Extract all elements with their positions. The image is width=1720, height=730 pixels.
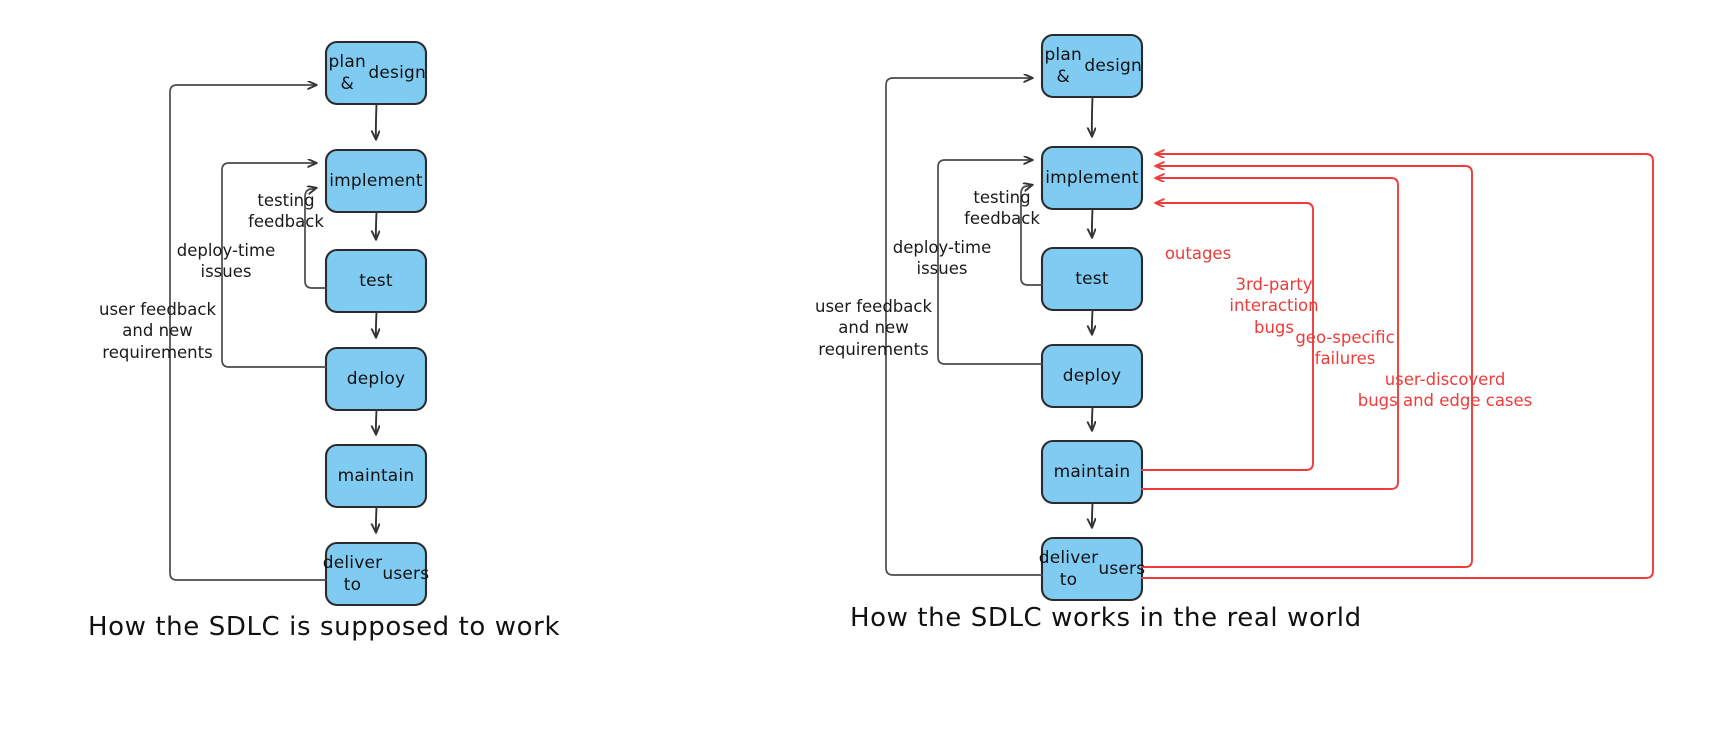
edge-deploy-maintain [376,409,377,434]
node-shape-plan [324,40,428,106]
real-feedback-edges [885,78,1043,576]
node-shape-implement [1040,145,1144,211]
node-shape-test [324,248,428,314]
node-shape-deploy [1040,343,1144,409]
edge-deploy-maintain [1092,406,1093,430]
node-shape-maintain [1040,439,1144,505]
node-shape-maintain [324,443,428,509]
ideal-feedback-edges [169,85,327,581]
node-shape-implement [324,148,428,214]
node-shape-test [1040,246,1144,312]
edge-third-party-bugs [1141,178,1399,490]
edge-user-feedback [169,85,327,581]
edge-plan-implement [1092,96,1093,136]
edge-test-deploy [1092,309,1093,334]
edge-testing-feedback [1020,185,1043,286]
caption-real-world: How the SDLC works in the real world [850,603,1362,633]
edge-geo-specific-failures [1141,166,1473,568]
ideal-main-flow [376,103,377,532]
real-main-flow [1092,96,1093,527]
caption-ideal: How the SDLC is supposed to work [88,612,561,642]
node-shape-deliver [324,541,428,607]
edge-user-discovered-bugs [1141,154,1654,579]
ideal-node-shapes [324,40,428,607]
edge-implement-test [376,211,377,239]
node-shape-deliver [1040,536,1144,602]
edge-deploy-time-issues [937,160,1043,365]
edge-deploy-time-issues [221,163,327,368]
edge-test-deploy [376,311,377,337]
edge-user-feedback [885,78,1043,576]
edge-testing-feedback [304,188,327,289]
real-problem-edges [1141,154,1654,579]
edge-maintain-deliver [1092,502,1093,527]
edge-maintain-deliver [376,506,377,532]
node-shape-deploy [324,346,428,412]
edge-implement-test [1092,208,1093,237]
edge-outages [1141,203,1314,471]
edge-plan-implement [376,103,377,139]
node-shape-plan [1040,33,1144,99]
